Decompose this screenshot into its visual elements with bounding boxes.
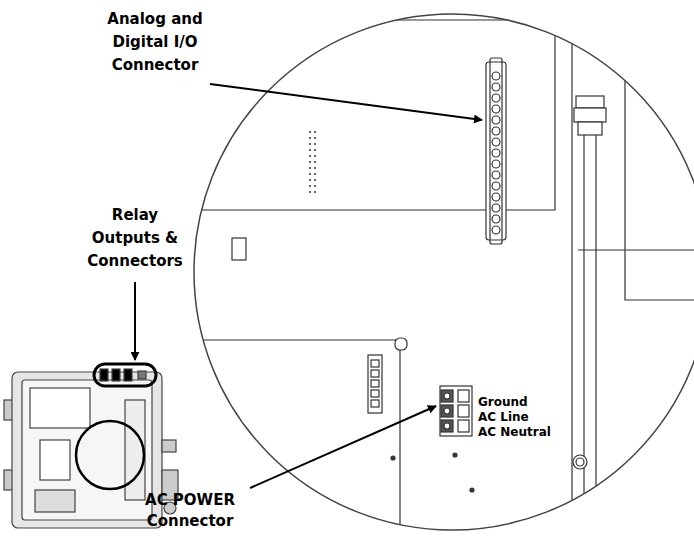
board-detail <box>190 10 694 538</box>
pin-header <box>309 131 316 193</box>
zoom-circle <box>194 14 694 530</box>
pin-label: AC Neutral <box>478 425 568 440</box>
io-terminal-block <box>486 58 506 244</box>
callout-label: Relay Outputs & Connectors <box>81 204 189 273</box>
leader-arrow <box>134 282 136 360</box>
callout-label: Analog and Digital I/O Connector <box>95 8 215 77</box>
highlight-ellipse <box>94 364 156 386</box>
ac-terminal-block <box>440 386 472 436</box>
leader-arrow <box>210 84 482 120</box>
pin-label: AC Line <box>478 410 568 425</box>
callout-label: AC POWER Connector <box>115 490 265 532</box>
highlight-circle <box>76 421 144 489</box>
leader-arrow <box>250 406 436 488</box>
pin-label: Ground <box>478 395 568 410</box>
